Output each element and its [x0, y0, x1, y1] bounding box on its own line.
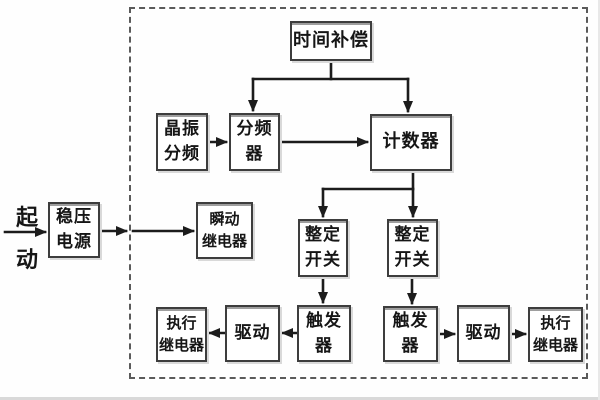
node-frequency-divider: 分频器: [229, 113, 280, 171]
scan-edge: [598, 0, 600, 400]
system-dashed-boundary: [129, 7, 588, 379]
node-exec-relay-left: 执行 继电器: [156, 307, 207, 362]
node-drive-left: 驱动: [225, 305, 280, 362]
node-setting-switch-right: 整定 开关: [387, 219, 438, 277]
node-exec-relay-right: 执行 继电器: [528, 307, 583, 362]
node-drive-right: 驱动: [457, 305, 510, 362]
node-setting-switch-left: 整定 开关: [298, 219, 348, 277]
node-crystal-freq-divider: 晶振 分频: [156, 113, 208, 171]
node-counter: 计数器: [370, 114, 452, 171]
node-voltage-regulator: 稳压 电源: [48, 202, 100, 258]
start-label: 起 动: [15, 206, 38, 273]
node-instant-relay: 瞬动 继电器: [196, 202, 253, 259]
scan-edge: [0, 397, 600, 400]
node-trigger-right: 触发器: [383, 306, 438, 362]
node-time-compensation: 时间补偿: [290, 21, 372, 61]
node-trigger-left: 触发器: [297, 305, 351, 362]
